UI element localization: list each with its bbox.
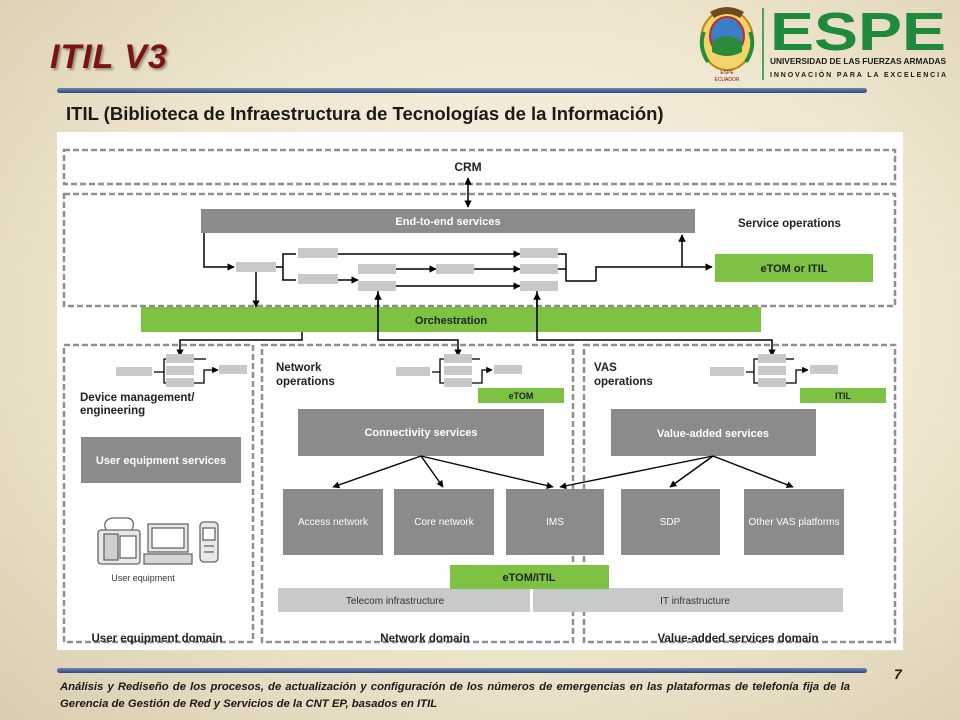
crm-container bbox=[62, 148, 897, 186]
user-equipment-domain-label: User equipment domain bbox=[92, 633, 223, 645]
page-number: 7 bbox=[894, 666, 902, 682]
user-equipment-services-box bbox=[81, 437, 241, 483]
end-to-end-services-box bbox=[201, 209, 695, 233]
network-operations-label-1: Network bbox=[276, 362, 322, 374]
logo-line-1: UNIVERSIDAD DE LAS FUERZAS ARMADAS bbox=[770, 57, 947, 66]
phone-icon bbox=[97, 517, 141, 565]
user-equipment-label: User equipment bbox=[111, 573, 175, 583]
itil-architecture-diagram: CRM End-to-end services Service operatio… bbox=[57, 132, 903, 650]
footer-text: Análisis y Rediseño de los procesos, de … bbox=[60, 681, 850, 710]
etom-or-itil-box bbox=[715, 254, 873, 282]
device-management-label-1: Device management/ bbox=[80, 392, 195, 404]
telecom-infrastructure-label: Telecom infrastructure bbox=[346, 596, 445, 607]
crm-label: CRM bbox=[454, 160, 481, 174]
other-vas-platforms-box bbox=[744, 489, 844, 555]
itil-tag-label: ITIL bbox=[835, 391, 851, 401]
user-equipment-services-label: User equipment services bbox=[96, 455, 226, 467]
vas-operations-label-1: VAS bbox=[594, 362, 617, 374]
crest-icon: ESPE ECUADOR bbox=[699, 7, 755, 83]
logo-line-2: INNOVACIÓN PARA LA EXCELENCIA bbox=[770, 70, 946, 79]
access-network-label: Access network bbox=[298, 517, 369, 528]
etom-tag-label: eTOM bbox=[509, 391, 534, 401]
computer-icon bbox=[143, 523, 193, 565]
service-operations-label: Service operations bbox=[738, 218, 841, 230]
device-management-label-2: engineering bbox=[80, 405, 145, 417]
slide-title: ITIL V3 bbox=[50, 38, 168, 76]
it-infrastructure-bar bbox=[533, 588, 843, 612]
crest-text-2: ECUADOR bbox=[714, 77, 739, 83]
orchestration-bar bbox=[141, 307, 761, 332]
ims-label: IMS bbox=[546, 517, 564, 528]
network-operations-label-2: operations bbox=[276, 376, 335, 388]
network-domain-label: Network domain bbox=[380, 633, 469, 645]
end-to-end-label: End-to-end services bbox=[395, 216, 500, 228]
crest-text-1: ESPE bbox=[720, 70, 734, 76]
access-network-box bbox=[283, 489, 383, 555]
vas-domain-label: Value-added services domain bbox=[657, 633, 818, 645]
core-network-label: Core network bbox=[414, 517, 474, 528]
sdp-label: SDP bbox=[660, 517, 681, 528]
top-divider bbox=[57, 88, 867, 93]
user-equipment-domain bbox=[62, 343, 255, 644]
itil-tag bbox=[800, 388, 886, 403]
value-added-services-box bbox=[611, 409, 816, 456]
connectivity-services-label: Connectivity services bbox=[364, 427, 477, 439]
value-added-services-label: Value-added services bbox=[657, 428, 769, 440]
it-infrastructure-label: IT infrastructure bbox=[660, 596, 730, 607]
etom-itil-label: eTOM/ITIL bbox=[503, 572, 556, 584]
espe-logo: ESPE ECUADOR ESPE UNIVERSIDAD DE LAS FUE… bbox=[699, 2, 947, 83]
logo-wordmark: ESPE bbox=[770, 2, 946, 62]
core-network-box bbox=[394, 489, 494, 555]
orchestration-label: Orchestration bbox=[415, 315, 487, 327]
service-operations-container bbox=[62, 192, 897, 308]
telecom-infrastructure-bar bbox=[278, 588, 530, 612]
other-vas-platforms-label: Other VAS platforms bbox=[749, 517, 840, 528]
slide-subtitle: ITIL (Biblioteca de Infraestructura de T… bbox=[66, 103, 664, 124]
etom-or-itil-label: eTOM or ITIL bbox=[760, 263, 827, 275]
connectivity-services-box bbox=[298, 409, 544, 456]
etom-tag bbox=[478, 388, 564, 403]
mobile-phone-icon bbox=[199, 521, 219, 563]
process-steps bbox=[236, 248, 558, 291]
bottom-divider bbox=[57, 668, 867, 673]
etom-itil-box bbox=[450, 565, 609, 589]
sdp-box bbox=[621, 489, 720, 555]
ims-box bbox=[506, 489, 604, 555]
vas-operations-label-2: operations bbox=[594, 376, 653, 388]
